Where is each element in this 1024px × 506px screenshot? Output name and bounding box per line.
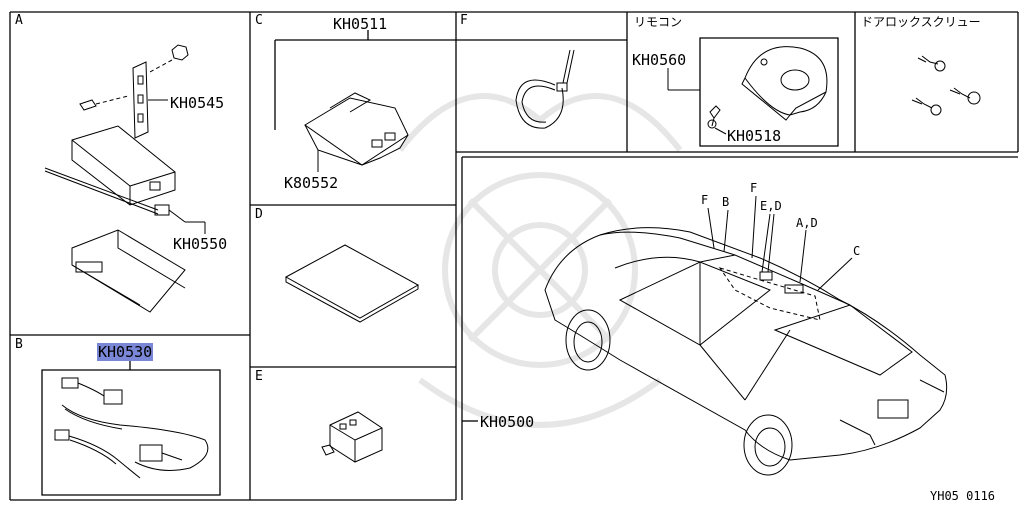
section-c-label: C bbox=[255, 13, 263, 28]
vehicle-callout-f-2: F bbox=[750, 181, 758, 195]
part-number-kh0530-text: KH0530 bbox=[97, 343, 154, 361]
part-number-kh0530[interactable]: KH0530 bbox=[97, 343, 154, 361]
section-b-label: B bbox=[15, 337, 23, 352]
section-f-label: F bbox=[460, 13, 468, 28]
vehicle-callout-b: B bbox=[722, 195, 730, 209]
vehicle-callout-c: C bbox=[853, 244, 861, 258]
part-number-kh0560[interactable]: KH0560 bbox=[632, 51, 687, 69]
diagram-code: YH05 0116 bbox=[930, 489, 996, 503]
part-number-kh0545[interactable]: KH0545 bbox=[170, 94, 225, 112]
part-number-kh0550[interactable]: KH0550 bbox=[173, 235, 228, 253]
door-lock-screw-title: ドアロックスクリュー bbox=[861, 15, 981, 29]
part-number-kh0511[interactable]: KH0511 bbox=[333, 15, 388, 33]
vehicle-callout-f-1: F bbox=[701, 193, 709, 207]
vehicle-callout-a-d: A,D bbox=[796, 216, 818, 230]
section-d-label: D bbox=[255, 207, 263, 222]
section-a-label: A bbox=[15, 13, 23, 28]
part-number-kh0500[interactable]: KH0500 bbox=[480, 413, 535, 431]
part-number-k80552[interactable]: K80552 bbox=[284, 174, 339, 192]
remote-section-title: リモコン bbox=[634, 15, 683, 29]
vehicle-callout-e-d: E,D bbox=[760, 199, 782, 213]
section-e-label: E bbox=[255, 369, 263, 384]
part-number-kh0518[interactable]: KH0518 bbox=[727, 127, 782, 145]
